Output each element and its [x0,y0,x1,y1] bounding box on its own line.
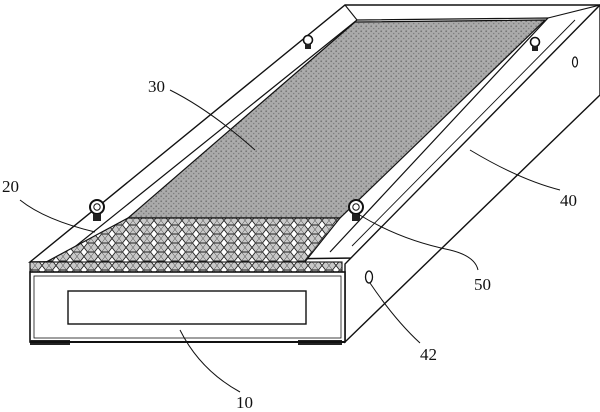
leader-20 [19,199,96,233]
leader-30 [169,89,256,151]
frame-bevel-left [344,4,358,21]
base-box [29,271,346,345]
leader-50 [357,213,479,271]
leader-40 [469,149,561,191]
base-window [67,290,307,325]
frame-inner-rim [65,17,550,255]
leader-42 [369,282,421,344]
label-50: 50 [474,275,491,294]
label-20: 20 [2,177,19,196]
label-10: 10 [236,393,253,412]
frame-hole-far [571,56,579,68]
frame-hole-side [364,270,374,284]
frame-bevel-right [547,4,600,19]
frame-inner-side-line [351,19,576,247]
label-40: 40 [560,191,577,210]
lifting-eye-back-left [302,34,314,49]
lifting-eye-back-right [529,36,541,51]
base-inner-band [33,275,342,339]
lifting-eye-front-right [348,199,364,221]
label-42: 42 [420,345,437,364]
label-30: 30 [148,77,165,96]
lifting-eye-front-left [89,199,105,221]
leader-10 [179,329,241,393]
leader-lines [19,89,561,393]
